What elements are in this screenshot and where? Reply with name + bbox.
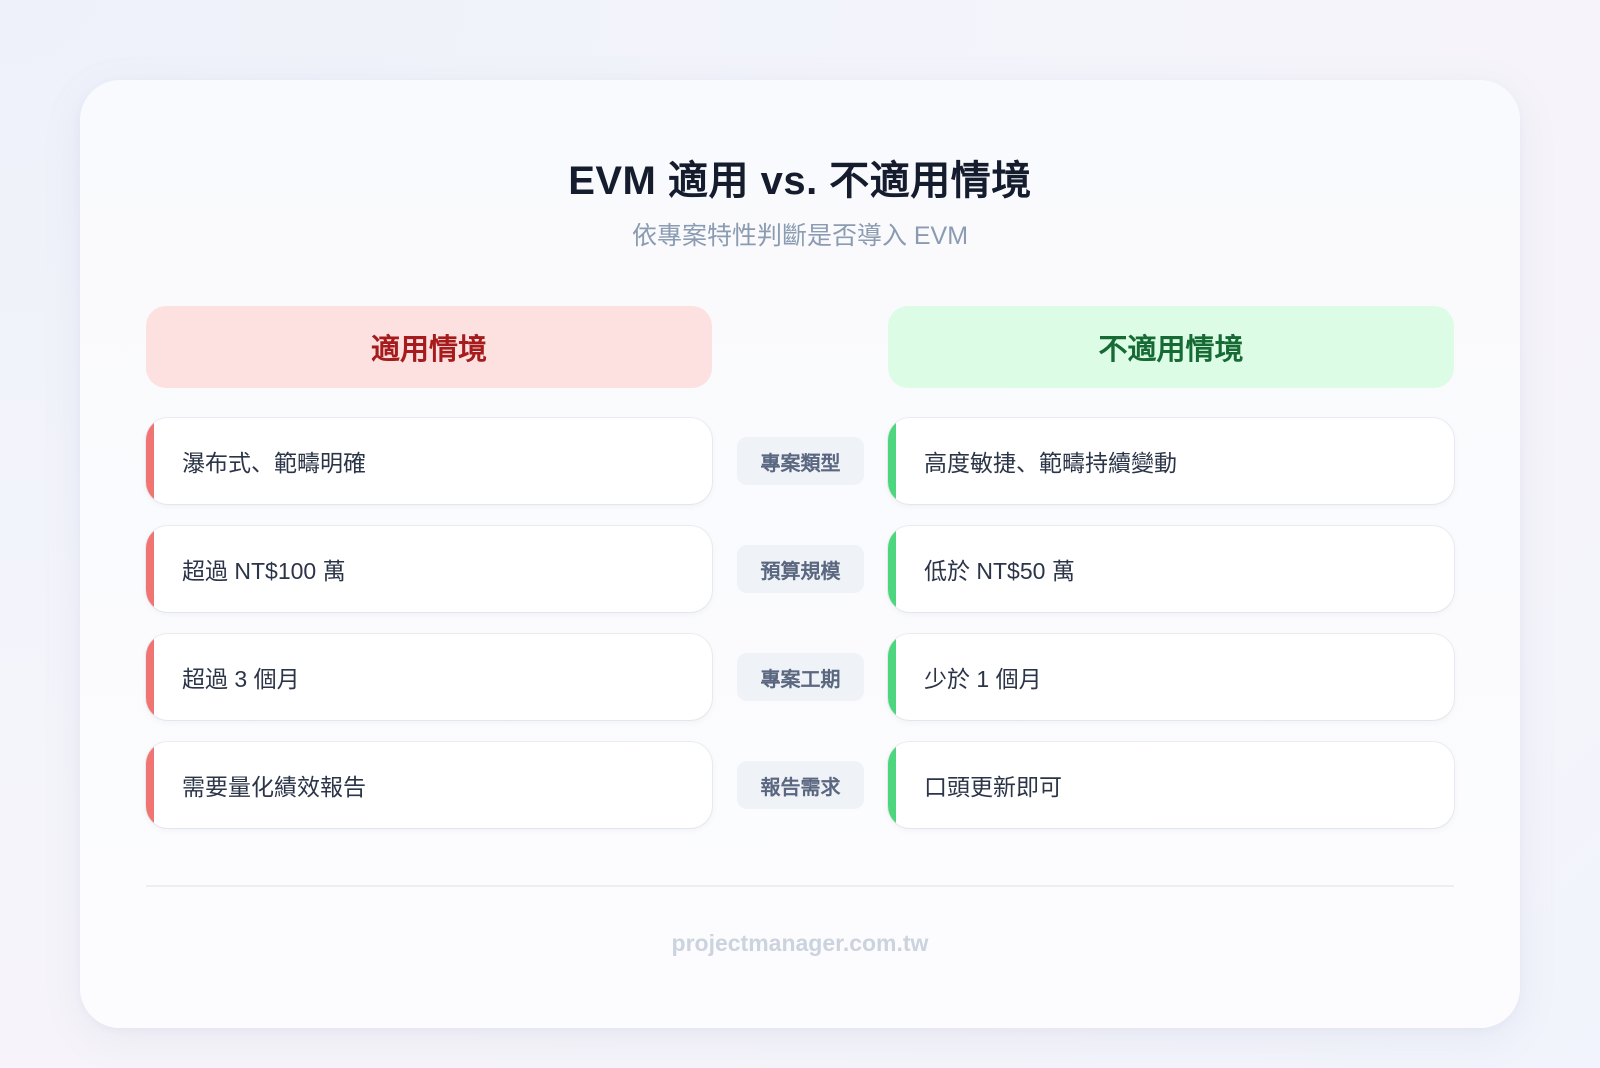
column-header-fit: 適用情境 [146, 306, 712, 388]
unfit-item-project-type: 高度敏捷、範疇持續變動 [888, 418, 1454, 504]
fit-item-text: 瀑布式、範疇明確 [182, 450, 366, 476]
unfit-item-text: 低於 NT$50 萬 [924, 558, 1075, 584]
unfit-item-text: 少於 1 個月 [924, 666, 1042, 692]
fit-item-budget: 超過 NT$100 萬 [146, 526, 712, 612]
footer-site: projectmanager.com.tw [671, 930, 929, 956]
fit-item-text: 超過 NT$100 萬 [182, 558, 346, 584]
unfit-item-reporting: 口頭更新即可 [888, 742, 1454, 828]
unfit-item-text: 高度敏捷、範疇持續變動 [924, 450, 1177, 476]
fit-item-text: 超過 3 個月 [182, 666, 300, 692]
category-label-project-type: 專案類型 [737, 437, 864, 485]
fit-item-duration: 超過 3 個月 [146, 634, 712, 720]
category-label-budget: 預算規模 [737, 545, 864, 593]
fit-item-project-type: 瀑布式、範疇明確 [146, 418, 712, 504]
page-subtitle: 依專案特性判斷是否導入 EVM [631, 222, 969, 250]
footer-divider [146, 885, 1454, 887]
fit-item-reporting: 需要量化績效報告 [146, 742, 712, 828]
unfit-item-text: 口頭更新即可 [924, 774, 1062, 800]
unfit-item-duration: 少於 1 個月 [888, 634, 1454, 720]
unfit-item-budget: 低於 NT$50 萬 [888, 526, 1454, 612]
category-label-duration: 專案工期 [737, 653, 864, 701]
fit-item-text: 需要量化績效報告 [182, 774, 366, 800]
page-title: EVM 適用 vs. 不適用情境 [568, 159, 1032, 203]
column-header-unfit: 不適用情境 [888, 306, 1454, 388]
category-label-reporting: 報告需求 [737, 761, 864, 809]
